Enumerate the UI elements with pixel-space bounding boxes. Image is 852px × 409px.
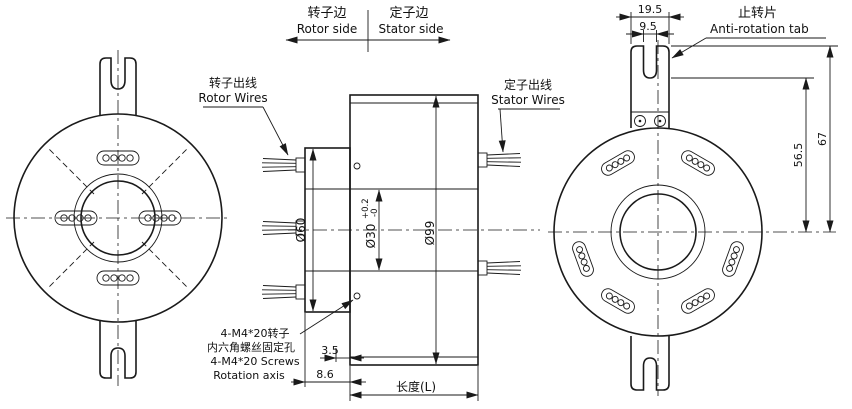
stator-wires-label-en: Stator Wires: [491, 93, 565, 107]
rotor-wire-bundle: [261, 220, 306, 236]
bore-circle: [619, 193, 697, 271]
slot: [54, 210, 98, 226]
slot: [722, 241, 744, 277]
section-view: Ø60 Ø30 +0.2 -0 Ø99 3.5: [198, 6, 565, 401]
slot: [96, 270, 140, 286]
dim-tab-width-label: 19.5: [638, 3, 663, 16]
outer-circle: [13, 113, 223, 323]
rotor-wire-bundle: [261, 157, 306, 173]
top-fork-tab: [99, 57, 137, 116]
dim-tab-slot-width-label: 9.5: [639, 20, 657, 33]
dim-bore-tol-upper: +0.2: [361, 198, 371, 219]
dim-bore-dia: Ø30 +0.2 -0: [361, 189, 383, 271]
rotor-wires-callout: 转子出线 Rotor Wires: [198, 75, 289, 156]
screw-note-line3: 4-M4*20 Screws: [210, 355, 300, 368]
screw-hole: [353, 162, 361, 170]
hub-ring-circle: [73, 173, 163, 263]
rotor-wire-bundle: [261, 284, 306, 300]
stator-side-label-cn: 定子边: [389, 6, 428, 21]
dim-body-dia-label: Ø99: [423, 221, 437, 246]
hub-ring-circle: [610, 184, 706, 280]
slot: [138, 210, 182, 226]
dim-tab-heights: 56.5 67: [671, 45, 838, 233]
side-arrows: 转子边 Rotor side 定子边 Stator side: [285, 6, 451, 52]
diagonal-dashed-line: [46, 146, 95, 195]
right-view: 19.5 9.5 56.5 67 止转片 Anti-rotatio: [548, 3, 838, 396]
screw-note-callout: 4-M4*20转子 内六角螺丝固定孔 4-M4*20 Screws Rotati…: [207, 299, 354, 382]
rotor-side-label-cn: 转子边: [307, 6, 346, 21]
slot: [601, 150, 635, 176]
rotor-wires-label-en: Rotor Wires: [198, 91, 267, 105]
anti-rotation-callout: 止转片 Anti-rotation tab: [671, 6, 826, 59]
dim-length-label: 长度(L): [396, 379, 436, 394]
screw-note-line1: 4-M4*20转子: [221, 326, 290, 340]
dim-tab-outer-height-label: 67: [816, 132, 829, 146]
diagonal-dashed-line: [141, 241, 190, 290]
outer-circle: [553, 127, 763, 337]
stator-wires-leader: [498, 108, 506, 153]
tab-screw: [654, 115, 666, 127]
dim-flange-dia-label: Ø60: [294, 218, 308, 243]
anti-rotation-label-cn: 止转片: [738, 6, 777, 21]
diagonal-dashed-line: [46, 241, 95, 290]
dim-length: 长度(L): [349, 366, 479, 401]
screw-note-line2: 内六角螺丝固定孔: [207, 340, 295, 354]
anti-rotation-label-en: Anti-rotation tab: [710, 22, 809, 36]
dim-flange-thickness-label: 8.6: [316, 368, 334, 381]
dim-step-label: 3.5: [321, 344, 339, 357]
dim-bore-dia-label: Ø30: [364, 224, 378, 249]
screw-hole: [353, 292, 361, 300]
left-view: [6, 50, 230, 386]
dim-step: 3.5: [320, 344, 364, 362]
anti-rotation-tab: [630, 45, 670, 128]
diagonal-dashed-line: [141, 146, 190, 195]
dim-flange-thickness: 8.6: [291, 313, 366, 401]
slot: [601, 288, 635, 314]
rotor-wires-label-cn: 转子出线: [209, 75, 257, 90]
dim-flange-dia: Ø60: [294, 148, 317, 312]
tab-screw: [634, 115, 646, 127]
dim-bore-tol-lower: -0: [370, 209, 380, 217]
stator-wire-bundle: [477, 152, 522, 168]
dim-tab-width: 19.5: [616, 3, 684, 44]
dim-tab-inner-height-label: 56.5: [792, 143, 805, 168]
dim-tab-slot-width: 9.5: [626, 20, 674, 42]
screw-note-line4: Rotation axis: [213, 369, 285, 382]
anti-rotation-leader: [671, 37, 707, 59]
dim-body-dia: Ø99: [423, 95, 440, 365]
slot: [96, 150, 140, 166]
screw-note-leader: [299, 299, 354, 335]
bottom-fork-tab: [99, 320, 137, 379]
slot: [681, 288, 715, 314]
stator-wires-label-cn: 定子出线: [504, 77, 552, 92]
rotor-wires-leader: [262, 106, 289, 156]
slot: [572, 241, 594, 277]
stator-wire-bundle: [477, 260, 522, 276]
bore-circle: [80, 180, 156, 256]
bottom-fork-tab: [630, 336, 670, 391]
stator-side-label-en: Stator side: [378, 22, 443, 36]
rotor-side-label-en: Rotor side: [297, 22, 358, 36]
stator-wires-callout: 定子出线 Stator Wires: [491, 77, 565, 153]
slot: [681, 150, 715, 176]
